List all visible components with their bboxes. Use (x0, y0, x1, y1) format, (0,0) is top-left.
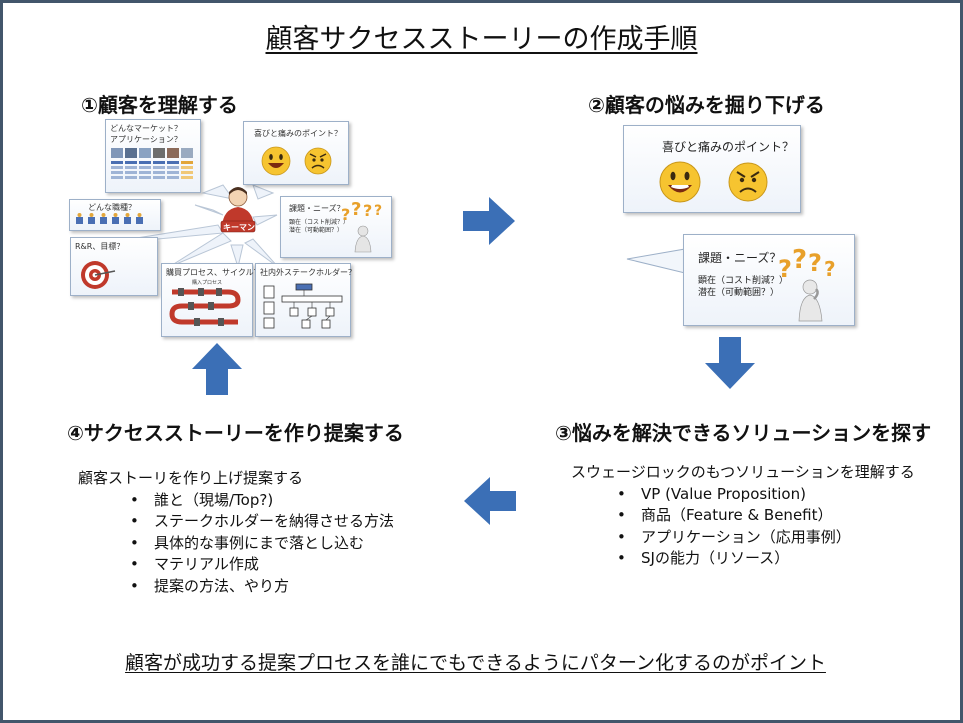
step3-list: VP (Value Proposition) 商品（Feature & Bene… (571, 484, 951, 570)
thinking-person-icon (354, 225, 372, 253)
step4-lead: 顧客ストーリを作り上げ提案する (78, 469, 304, 487)
list-item: ステークホルダーを納得させる方法 (130, 511, 458, 533)
emoji-icons-small (261, 146, 332, 176)
list-item: アプリケーション（応用事例） (617, 527, 951, 549)
issue-needs-label: 課題・ニーズ？ (698, 251, 782, 265)
joy-pain-callout: 喜びと痛みのポイント？ (623, 125, 801, 213)
stakeholder-label: 社内外ステークホルダー？ (260, 268, 356, 277)
process-doc-title: 購入プロセス (192, 280, 223, 286)
step2-heading: ②顧客の悩みを掘り下げる (588, 93, 825, 117)
explicit-label: 顕在（コスト削減？） (698, 276, 789, 286)
keyman-label: キーマン (223, 223, 255, 232)
arrow-left-icon (464, 477, 516, 525)
list-item: 誰と（現場/Top?) (130, 490, 458, 512)
arrow-right-icon (463, 197, 515, 245)
process-callout: 購買プロセス、サイクル？ 購入プロセス (161, 263, 262, 337)
position-icons (76, 213, 143, 224)
issue-needs-label-small: 課題・ニーズ？ (289, 204, 345, 213)
thinking-person-icon (798, 279, 823, 322)
list-item: VP (Value Proposition) (617, 484, 951, 506)
question-mark-icon: ? (824, 257, 836, 281)
arrow-up-icon (192, 343, 242, 395)
angry-icon (728, 162, 768, 202)
step3-lead: スウェージロックのもつソリューションを理解する (571, 463, 915, 481)
smile-icon (659, 161, 701, 203)
stakeholder-callout: 社内外ステークホルダー？ (255, 263, 356, 337)
issue-needs-callout: 課題・ニーズ？ 顕在（コスト削減？） 潜在（可動範囲？） ? ? ? ? (683, 234, 855, 326)
step4-heading: ④サクセスストーリーを作り提案する (67, 421, 404, 445)
list-item: マテリアル作成 (130, 554, 458, 576)
list-item: 提案の方法、やり方 (130, 576, 458, 598)
question-mark-icon: ? (363, 201, 373, 220)
question-mark-icon: ? (778, 255, 792, 283)
position-callout: どんな職種？ (69, 199, 161, 231)
emoji-icons (659, 161, 768, 203)
issue-needs-callout-small: 課題・ニーズ？ 顕在（コスト削減？） 潜在（可動範囲？） ? ? ? ? (280, 196, 392, 258)
process-label: 購買プロセス、サイクル？ (166, 268, 262, 277)
question-mark-icon: ? (374, 203, 383, 219)
market-label: どんなマーケット？ アプリケーション？ (110, 124, 182, 144)
target-icon (81, 261, 116, 289)
position-label: どんな職種？ (88, 203, 136, 212)
arrow-down-icon (705, 337, 755, 389)
list-item: SJの能力（リソース） (617, 548, 951, 570)
process-flow-icon (169, 288, 241, 326)
slide-title: 顧客サクセスストーリーの作成手順 (265, 24, 698, 55)
list-item: 具体的な事例にまで落とし込む (130, 533, 458, 555)
org-chart-icon (263, 283, 343, 329)
step4-list: 誰と（現場/Top?) ステークホルダーを納得させる方法 具体的な事例にまで落と… (78, 490, 458, 598)
step1-connector-lines (92, 184, 279, 269)
rr-callout: R&R、目標？ (70, 237, 158, 296)
list-item: 商品（Feature & Benefit） (617, 505, 951, 527)
step1-heading: ①顧客を理解する (81, 93, 238, 117)
question-mark-icon: ? (792, 245, 808, 275)
footer-note: 顧客が成功する提案プロセスを誰にでもできるようにパターン化するのがポイント (125, 652, 826, 674)
angry-icon (304, 147, 332, 175)
joy-pain-label-small: 喜びと痛みのポイント？ (254, 129, 342, 138)
step3-heading: ③悩みを解決できるソリューションを探す (555, 421, 932, 445)
explicit-label-small: 顕在（コスト削減？） (289, 219, 350, 226)
joy-pain-label: 喜びと痛みのポイント？ (662, 140, 795, 154)
question-mark-icon: ? (808, 249, 822, 277)
joy-pain-callout-small: 喜びと痛みのポイント？ (243, 121, 349, 185)
smile-icon (261, 146, 291, 176)
keyman-figure (220, 187, 256, 233)
latent-label: 潜在（可動範囲？） (698, 288, 780, 298)
market-thumbnail-grid (111, 148, 193, 179)
step4-body: 顧客ストーリを作り上げ提案する 誰と（現場/Top?) ステークホルダーを納得さ… (78, 468, 458, 597)
latent-label-small: 潜在（可動範囲？） (289, 227, 344, 234)
question-mark-icon: ? (341, 205, 351, 224)
rr-label: R&R、目標？ (75, 242, 125, 251)
step3-body: スウェージロックのもつソリューションを理解する VP (Value Propos… (571, 462, 951, 570)
market-callout: どんなマーケット？ アプリケーション？ (105, 119, 201, 193)
question-mark-icon: ? (351, 199, 362, 220)
